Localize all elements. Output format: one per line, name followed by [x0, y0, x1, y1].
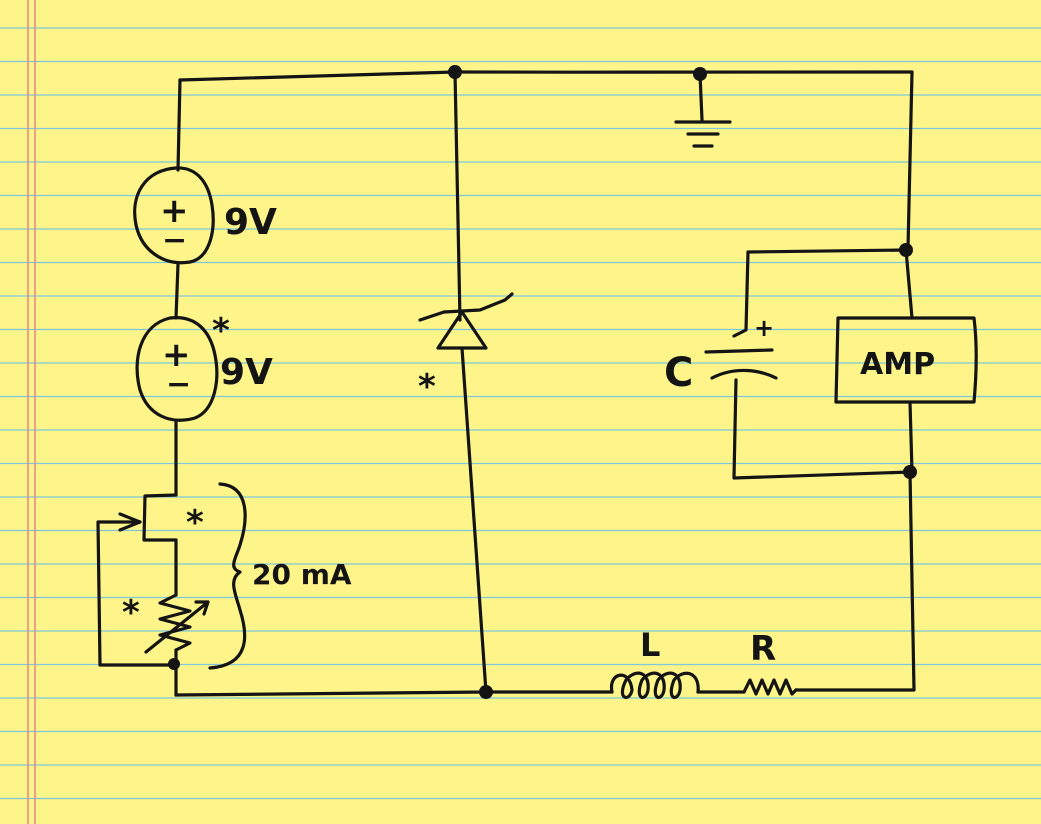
amplifier: AMP	[834, 316, 978, 404]
battery-bottom: + − 9V *	[135, 311, 273, 422]
ground-bars	[674, 120, 732, 148]
regulator-arrow	[118, 512, 142, 532]
inductor-coils	[609, 671, 700, 699]
current-label: 20 mA	[252, 558, 352, 591]
capacitor-plus: +	[754, 314, 774, 342]
rheostat-zigzag	[158, 593, 192, 652]
capacitor: C +	[664, 248, 912, 480]
zener-diode: *	[418, 70, 514, 694]
wire-right-to-amp	[904, 248, 914, 320]
wire-bottom-left	[174, 690, 614, 697]
zener-bar	[418, 292, 514, 322]
inductor-label: L	[640, 626, 660, 664]
resistor-zigzag	[742, 678, 798, 696]
resistor-label: R	[750, 629, 776, 669]
wire-right-top	[906, 70, 914, 250]
wire-left-top	[176, 78, 182, 172]
capacitor-label: C	[664, 350, 693, 396]
inductor: L	[609, 626, 700, 699]
wire-top	[178, 70, 914, 82]
battery-bottom-minus: −	[166, 367, 191, 402]
circuit-diagram: + − 9V + − 9V * * *	[96, 65, 978, 699]
battery-top-minus: −	[162, 223, 187, 258]
battery-bottom-outline	[135, 316, 219, 422]
zener-asterisk: *	[418, 367, 436, 407]
amp-box	[834, 316, 978, 404]
battery-top-voltage-label: 9V	[224, 202, 277, 243]
capacitor-wire-top	[732, 248, 908, 338]
regulator-feedback-loop	[96, 520, 174, 667]
ground-wire	[698, 72, 704, 122]
current-brace	[208, 482, 247, 670]
battery-top-plus: +	[160, 191, 189, 231]
zener-wire-top	[453, 70, 462, 322]
regulator-box	[142, 493, 178, 542]
amp-label: AMP	[860, 347, 935, 382]
junction-top-zener	[448, 65, 462, 79]
wire-between-batteries	[174, 262, 180, 320]
battery-asterisk: *	[212, 311, 230, 351]
current-regulator: * * 20 mA	[96, 482, 352, 697]
battery-top-outline	[133, 166, 215, 265]
battery-bottom-voltage-label: 9V	[220, 352, 273, 393]
ruled-lines	[0, 27, 1041, 800]
battery-top: + − 9V	[133, 166, 277, 265]
junction-rheostat	[168, 658, 180, 670]
capacitor-plate-top	[704, 348, 774, 354]
rheostat-arrow	[144, 600, 210, 654]
capacitor-wire-bottom	[732, 378, 912, 480]
ground-symbol	[674, 67, 732, 148]
rheostat-asterisk: *	[122, 593, 140, 633]
wire-amp-to-junction	[908, 400, 914, 474]
resistor: R	[742, 629, 798, 696]
wire-right-bottom	[794, 470, 916, 692]
zener-wire-bottom	[460, 346, 488, 694]
regulator-asterisk: *	[186, 503, 204, 543]
battery-bottom-plus: +	[162, 335, 191, 375]
capacitor-plate-bottom	[710, 368, 778, 380]
